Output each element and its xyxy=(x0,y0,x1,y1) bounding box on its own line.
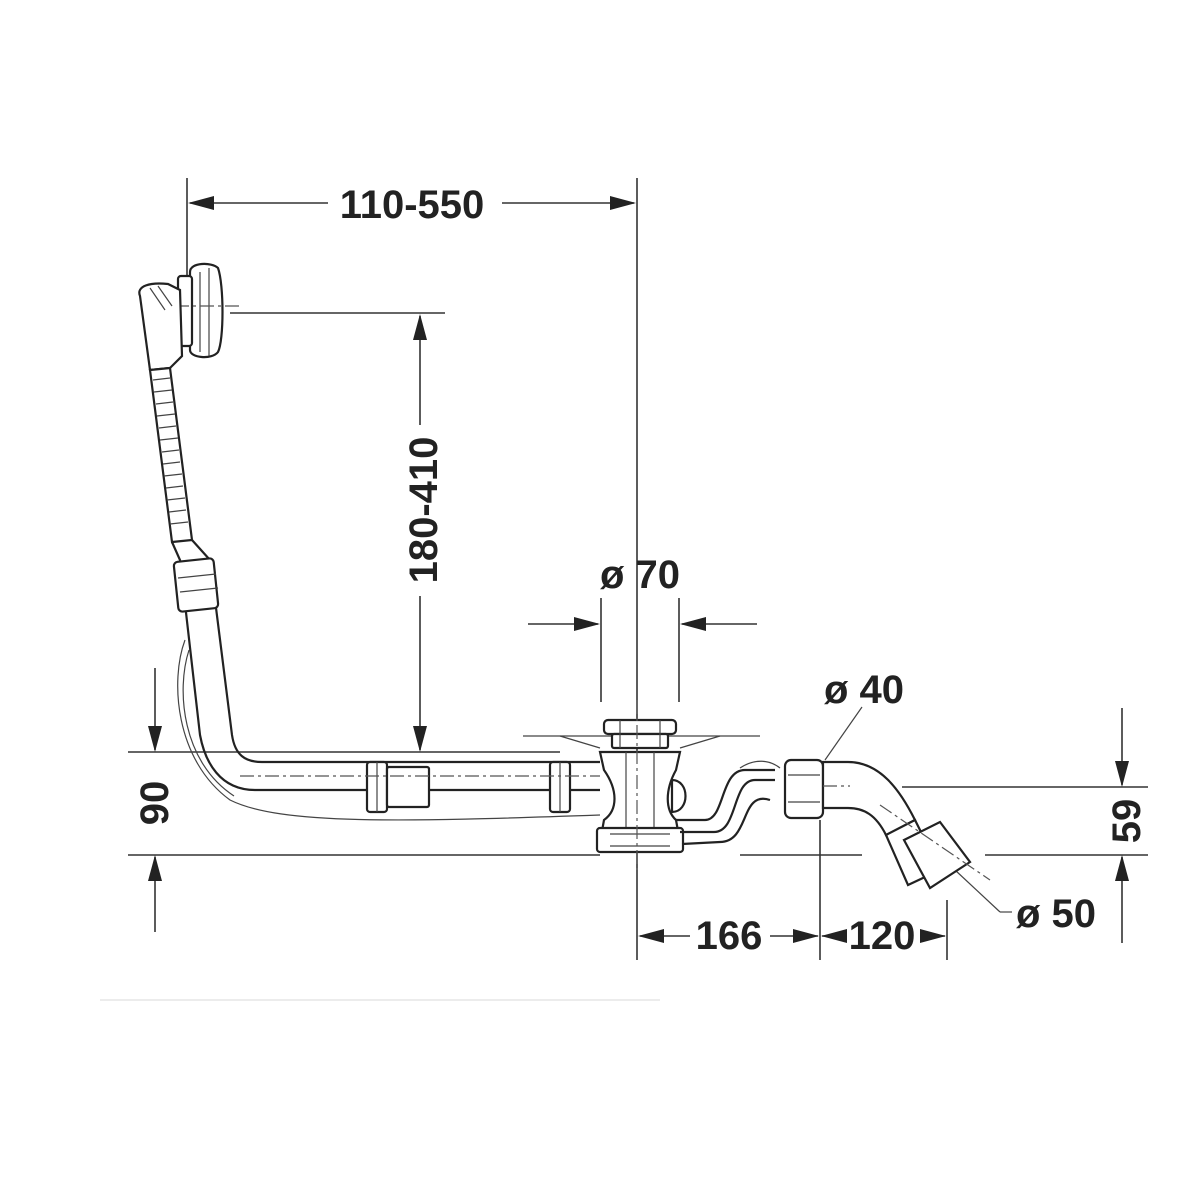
outlet-diameter-50-label: ø 50 xyxy=(1016,892,1096,936)
overflow-reach-label: 110-550 xyxy=(340,183,485,227)
outlet-height-label: 59 xyxy=(1105,799,1149,844)
dimension-labels: 110-550 180-410 ø 70 ø 40 ø 50 90 59 166… xyxy=(133,183,1149,958)
braided-hose-texture xyxy=(152,377,189,525)
dimension-lines xyxy=(100,178,1148,1001)
overflow-assembly xyxy=(138,262,601,821)
outlet-diameter-40-label: ø 40 xyxy=(824,668,904,712)
outlet-assembly xyxy=(676,758,991,890)
drain-diameter-label: ø 70 xyxy=(600,553,680,597)
overflow-height-label: 180-410 xyxy=(402,437,446,584)
drain-height-label: 90 xyxy=(133,781,177,826)
drain-assembly xyxy=(523,700,760,870)
outlet-offset-120-label: 120 xyxy=(849,914,916,958)
outlet-offset-166-label: 166 xyxy=(696,914,763,958)
